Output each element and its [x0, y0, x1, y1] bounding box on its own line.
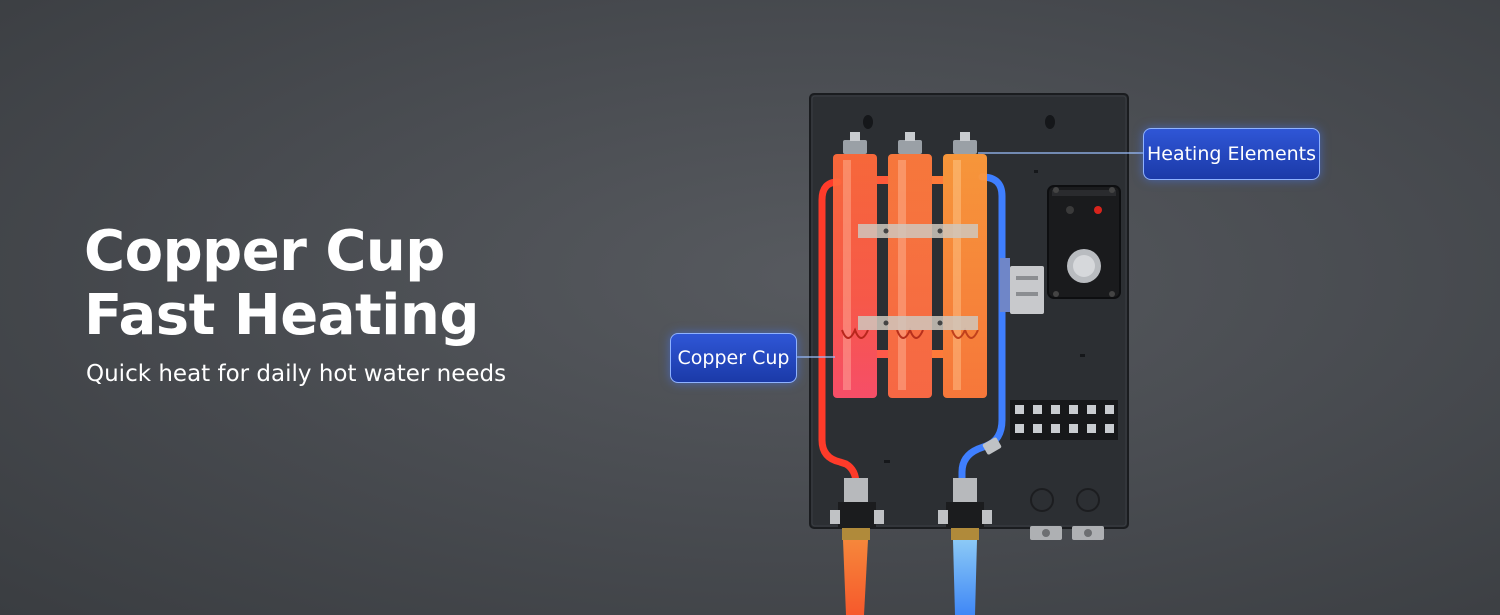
hot-water-stream — [843, 540, 868, 615]
mounting-bracket — [858, 224, 978, 238]
relay-bracket — [1010, 266, 1044, 314]
terminal-block — [1010, 400, 1118, 440]
heating-coil — [841, 327, 869, 339]
heating-cup-1 — [833, 154, 877, 398]
mounting-bracket — [858, 316, 978, 330]
indicator-light — [1094, 206, 1102, 214]
hot-water-pipe — [818, 178, 860, 498]
headline-line-1: Copper Cup — [84, 219, 445, 284]
headline-line-2: Fast Heating — [84, 283, 479, 348]
element-terminal — [953, 140, 977, 154]
mounting-hole — [863, 115, 873, 129]
cable-clamp — [1072, 526, 1104, 540]
cold-water-stream — [953, 540, 977, 615]
element-terminal — [898, 140, 922, 154]
cable-clamp — [1030, 526, 1062, 540]
copper-cup-callout: Copper Cup — [670, 333, 797, 383]
knockout — [1030, 488, 1054, 512]
headline: Copper Cup Fast Heating — [84, 220, 479, 348]
cold-inlet-fitting — [938, 478, 992, 540]
element-terminal — [843, 140, 867, 154]
knockout — [1076, 488, 1100, 512]
heating-cup-2 — [888, 154, 932, 398]
mounting-hole — [1045, 115, 1055, 129]
hot-outlet-fitting — [830, 478, 884, 540]
subheadline: Quick heat for daily hot water needs — [86, 361, 507, 387]
control-module — [1047, 185, 1121, 299]
heating-elements-callout: Heating Elements — [1143, 128, 1320, 180]
heating-cup-3 — [943, 154, 987, 398]
cold-water-pipe — [958, 173, 1006, 498]
